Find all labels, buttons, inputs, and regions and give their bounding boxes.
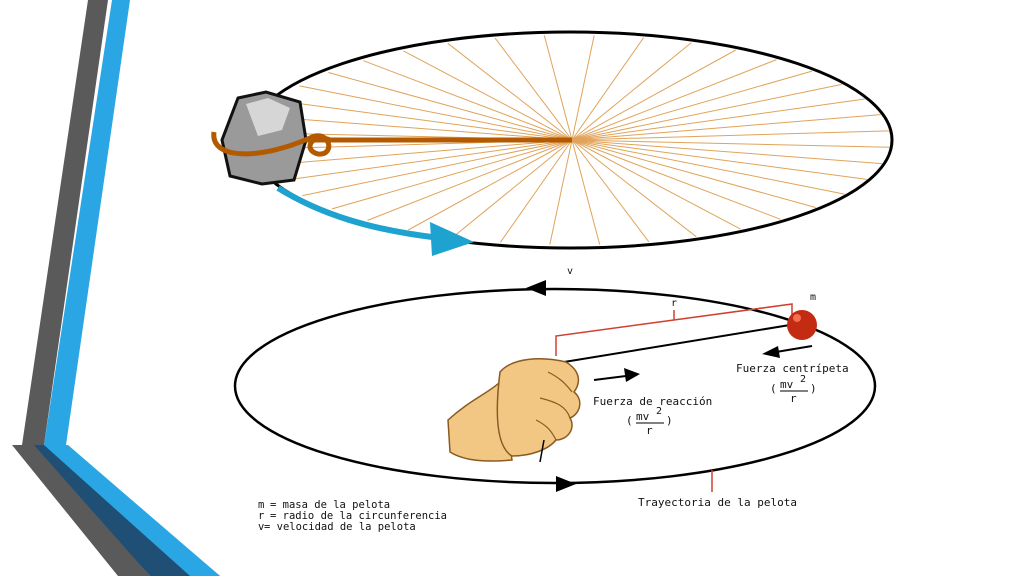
orbit-spoke bbox=[571, 139, 650, 243]
centripetal-arrow-head bbox=[762, 346, 780, 358]
centripetal-formula: ( mv 2 r ) bbox=[770, 374, 817, 405]
stripe-blue-lower bbox=[44, 445, 220, 576]
orbit-spoke bbox=[571, 98, 865, 141]
reaction-force-label: Fuerza de reacción bbox=[593, 395, 712, 408]
centripetal-formula-num: mv bbox=[780, 378, 794, 391]
centripetal-force-diagram: v r m Fuerza centrípeta ( mv 2 r ) Fuerz… bbox=[233, 266, 877, 509]
orbit-spoke bbox=[331, 139, 573, 210]
orbit-spoke bbox=[452, 139, 573, 238]
ball-string bbox=[563, 323, 797, 363]
string-tail bbox=[539, 439, 545, 463]
orbit-spoke bbox=[571, 37, 645, 141]
orbit-spoke bbox=[571, 49, 737, 141]
orbit-spoke bbox=[363, 60, 573, 141]
hand-forearm bbox=[447, 380, 513, 462]
motion-arrow-head bbox=[430, 222, 474, 256]
legend-symbol-m: m bbox=[258, 499, 264, 511]
orbit-spoke bbox=[571, 139, 867, 180]
rock-rope-loop bbox=[211, 131, 332, 157]
legend-symbol-v: v bbox=[258, 521, 264, 533]
orbit-spoke bbox=[571, 130, 889, 141]
orbit-spoke bbox=[571, 139, 741, 230]
orbit-spoke bbox=[549, 139, 573, 245]
orbit-spoke bbox=[499, 139, 573, 243]
legend-text-r: = radio de la circunferencia bbox=[270, 510, 447, 522]
orbit-spokes bbox=[254, 35, 890, 245]
orbit-spoke bbox=[571, 42, 692, 141]
orbit-spoke bbox=[571, 139, 845, 195]
orbit-spoke bbox=[367, 139, 573, 221]
stripe-dark-upper bbox=[22, 0, 108, 445]
orbit-spoke bbox=[571, 139, 601, 245]
orbit-spoke bbox=[279, 139, 573, 182]
reaction-formula-close: ) bbox=[666, 414, 673, 427]
centripetal-formula-exp: 2 bbox=[800, 374, 806, 385]
reaction-formula-exp: 2 bbox=[656, 406, 662, 417]
orbit-spoke bbox=[571, 35, 595, 141]
orbit-spoke bbox=[262, 115, 573, 141]
stripe-blue-upper bbox=[44, 0, 130, 445]
legend-symbol-r: r bbox=[258, 510, 264, 522]
orbit-spoke bbox=[543, 35, 573, 141]
orbit-spoke bbox=[403, 50, 573, 141]
mass-label: m bbox=[810, 292, 816, 303]
reaction-formula-num: mv bbox=[636, 410, 650, 423]
left-decorative-stripes bbox=[12, 0, 220, 576]
reaction-arrow-shaft bbox=[593, 375, 627, 381]
centripetal-formula-den: r bbox=[790, 392, 797, 405]
orbit-spoke bbox=[571, 139, 781, 220]
trajectory-label: Trayectoria de la pelota bbox=[638, 496, 797, 509]
orbit-spoke bbox=[299, 85, 573, 141]
stripe-dark-lower bbox=[12, 445, 150, 576]
hand-fist bbox=[496, 358, 581, 457]
orbit-spoke bbox=[571, 83, 842, 141]
hand-fist-illustration bbox=[447, 358, 581, 463]
motion-arrow-shaft bbox=[276, 185, 441, 241]
velocity-label: v bbox=[567, 266, 573, 277]
rock-orbit-illustration bbox=[211, 30, 894, 256]
velocity-arrow-top bbox=[526, 280, 546, 296]
reaction-formula-open: ( bbox=[626, 414, 633, 427]
centripetal-formula-open: ( bbox=[770, 382, 777, 395]
reaction-formula-den: r bbox=[646, 424, 653, 437]
reaction-arrow-head bbox=[624, 368, 640, 382]
orbit-spoke bbox=[571, 114, 881, 141]
velocity-arrow-bottom bbox=[556, 476, 576, 492]
centripetal-force-label: Fuerza centrípeta bbox=[736, 362, 849, 375]
radius-label: r bbox=[671, 298, 677, 309]
reaction-formula: ( mv 2 r ) bbox=[626, 406, 673, 437]
orbit-spoke bbox=[571, 139, 816, 208]
trajectory-ellipse bbox=[233, 287, 877, 485]
orbit-spoke bbox=[571, 139, 890, 148]
legend: m = masa de la pelota r = radio de la ci… bbox=[258, 499, 447, 533]
ball bbox=[787, 310, 817, 340]
ball-highlight bbox=[793, 314, 801, 322]
orbit-spoke bbox=[263, 139, 573, 166]
legend-text-v: = velocidad de la pelota bbox=[264, 521, 416, 533]
orbit-spoke bbox=[277, 100, 573, 141]
orbit-spoke bbox=[571, 139, 882, 165]
orbit-spoke bbox=[571, 139, 697, 238]
rock-highlight bbox=[246, 98, 290, 136]
orbit-spoke bbox=[494, 37, 573, 141]
orbit-spoke bbox=[407, 139, 573, 231]
hand-finger-lines bbox=[535, 371, 573, 441]
orbit-spoke bbox=[302, 139, 573, 197]
centripetal-arrow-shaft bbox=[775, 345, 813, 353]
orbit-spoke bbox=[447, 42, 573, 141]
orbit-spoke bbox=[571, 70, 813, 141]
legend-text-m: = masa de la pelota bbox=[270, 499, 390, 511]
orbit-spoke bbox=[328, 72, 573, 141]
centripetal-formula-close: ) bbox=[810, 382, 817, 395]
orbit-spoke bbox=[571, 59, 777, 141]
